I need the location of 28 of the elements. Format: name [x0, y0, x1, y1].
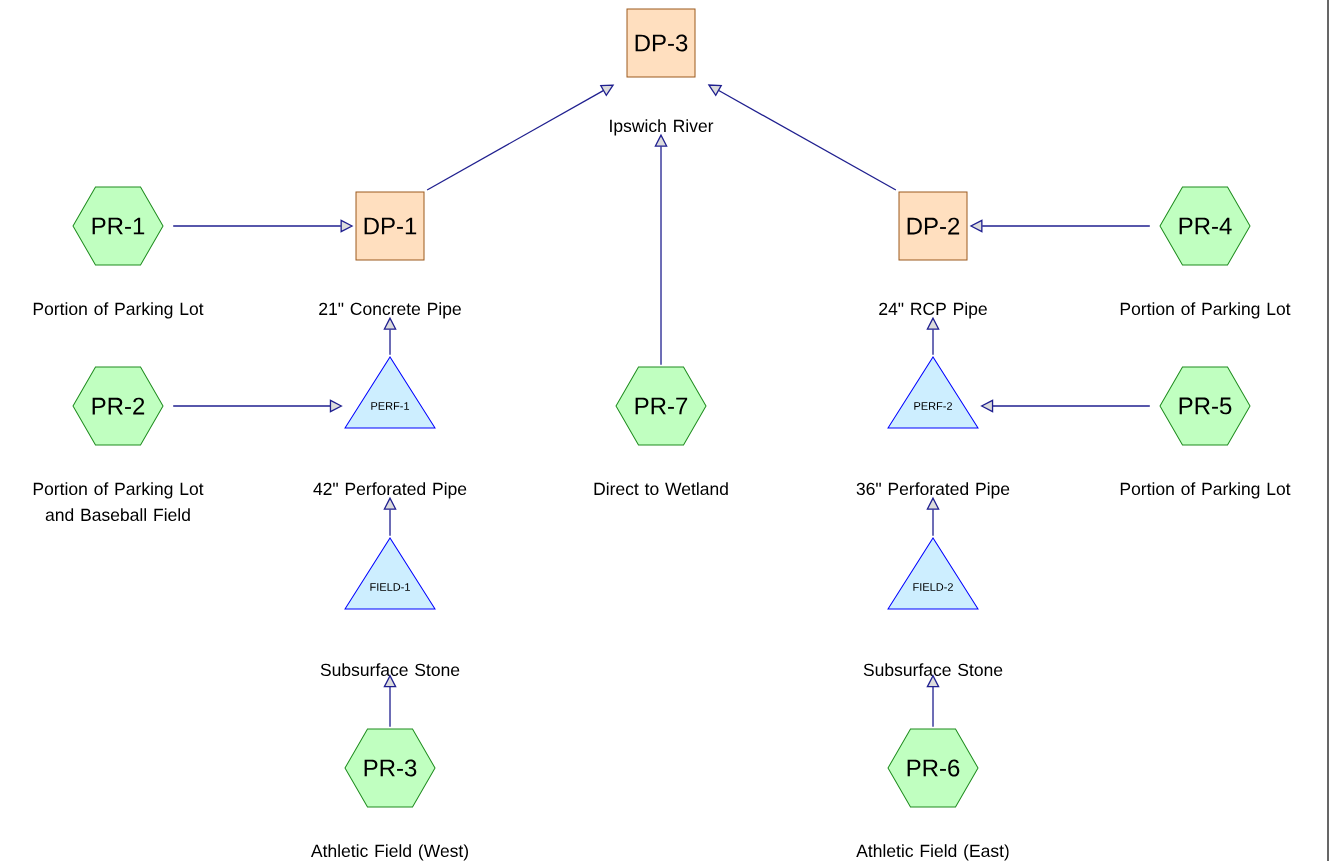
node-label: Athletic Field (West)	[310, 844, 468, 861]
subcatchment-hexagon: PR-4	[1159, 186, 1251, 266]
node-label: Direct to Wetland	[594, 482, 728, 496]
node-label: 42" Perforated Pipe	[313, 482, 467, 499]
node-label: Portion of Parking Lot and Baseball Field	[33, 482, 204, 522]
reach-triangle: FIELD-2	[887, 537, 979, 610]
subcatchment-hexagon: PR-5	[1159, 366, 1251, 446]
node-label: Ipswich River	[610, 119, 714, 136]
subcatchment-hexagon: PR-6	[887, 728, 979, 808]
reach-triangle: PERF-2	[887, 356, 979, 429]
node-label: 21" Concrete Pipe	[319, 302, 461, 319]
subcatchment-hexagon: PR-1	[72, 186, 164, 266]
pond-box: DP-3	[626, 8, 696, 78]
node-label: 36" Perforated Pipe	[856, 482, 1010, 499]
reach-triangle: PERF-1	[344, 356, 436, 429]
subcatchment-hexagon: PR-3	[344, 728, 436, 808]
reach-triangle: FIELD-1	[344, 537, 436, 610]
subcatchment-hexagon: PR-7	[615, 366, 707, 446]
subcatchment-hexagon: PR-2	[72, 366, 164, 446]
node-label: Subsurface Stone	[320, 663, 460, 677]
node-label: Subsurface Stone	[863, 663, 1003, 677]
pond-box: DP-2	[898, 191, 968, 261]
pond-box: DP-1	[355, 191, 425, 261]
node-label: Athletic Field (East)	[856, 844, 1009, 861]
node-label: Portion of Parking Lot	[33, 302, 204, 319]
node-label: Portion of Parking Lot	[1120, 302, 1291, 319]
node-label: 24" RCP Pipe	[879, 302, 987, 319]
node-label: Portion of Parking Lot	[1120, 482, 1291, 499]
